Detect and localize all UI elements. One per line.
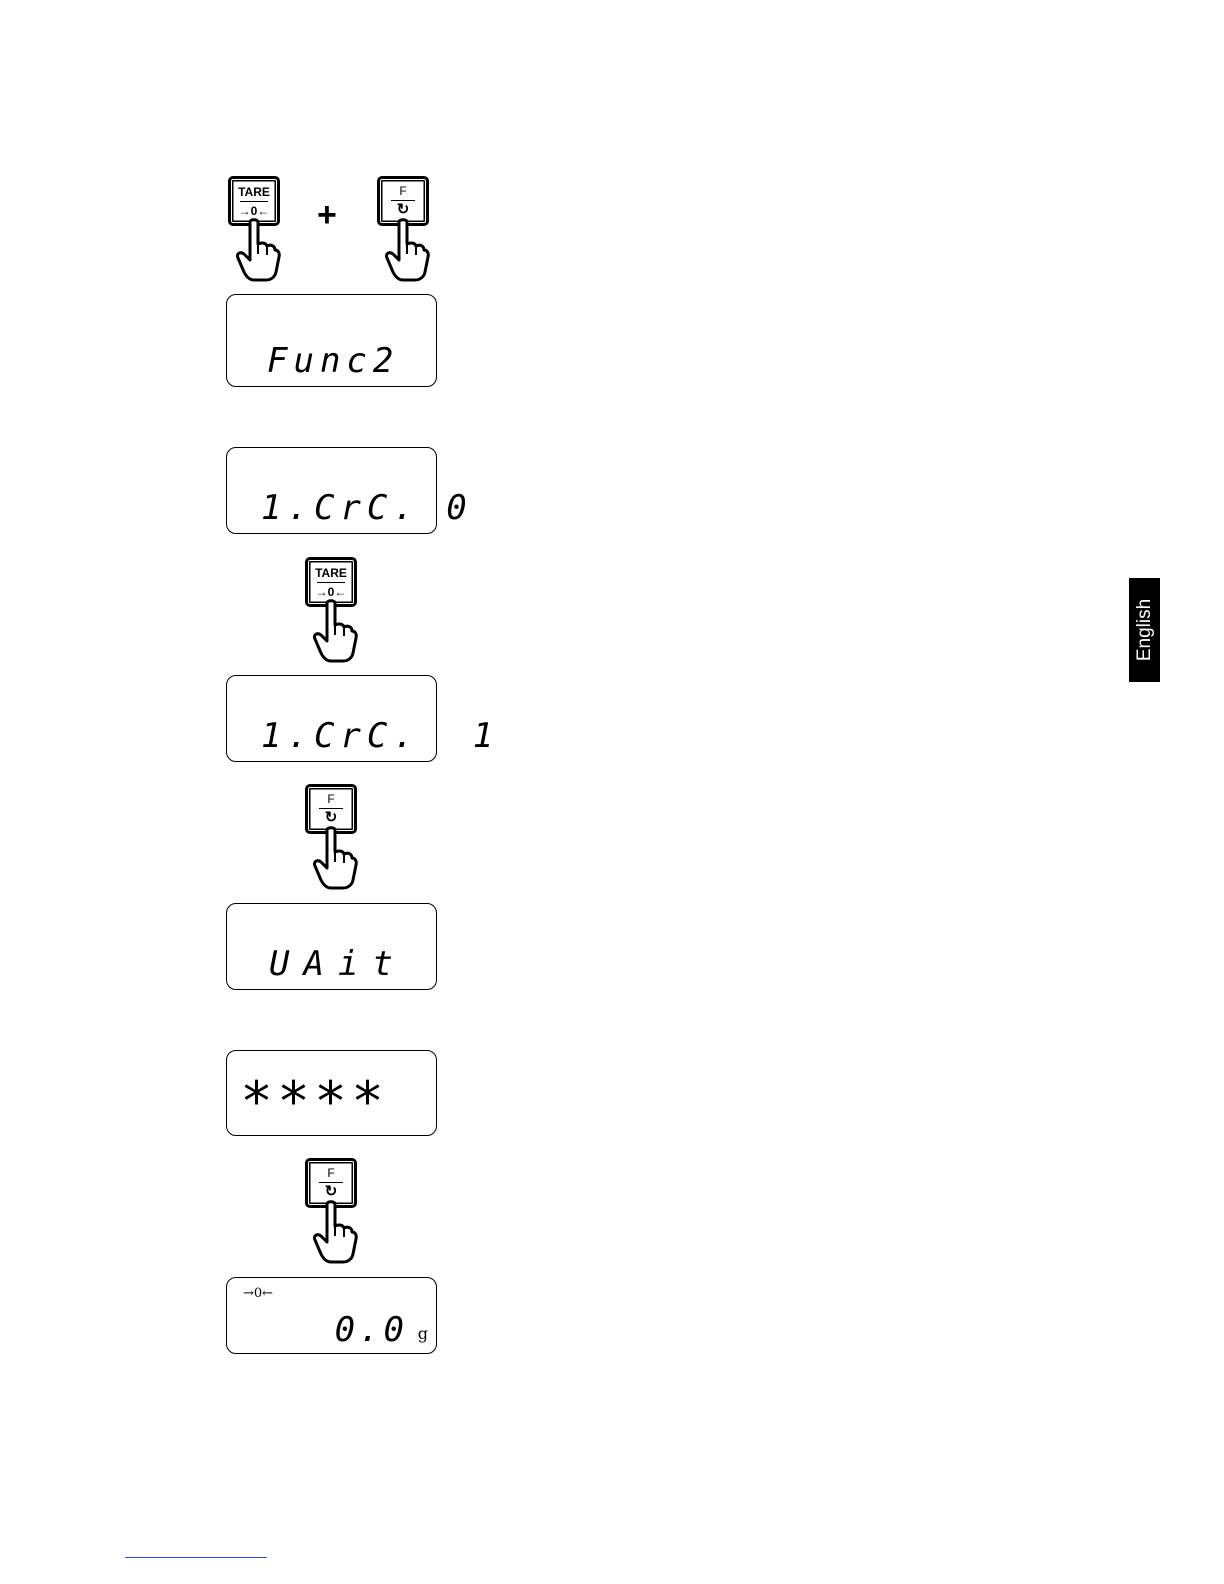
arrow-cycle-icon: ↻ <box>380 203 426 216</box>
hand-press-icon <box>313 601 357 663</box>
plus-sign: + <box>317 198 337 232</box>
f-key-label: F <box>380 185 426 198</box>
zero-indicator-icon: →0← <box>243 1286 273 1301</box>
display-text: 1.CrC. 1 <box>261 719 436 753</box>
f-key-label: F <box>308 793 354 806</box>
f-key-label: F <box>308 1167 354 1180</box>
tare-key-label: TARE <box>308 567 354 580</box>
key-divider <box>240 201 268 202</box>
weight-value: 0.0 <box>335 1313 408 1347</box>
arrow-cycle-icon: ↻ <box>308 1185 354 1198</box>
zero-arrows-label: →0← <box>231 205 277 218</box>
display-wait: UAit <box>226 903 437 990</box>
display-crc-1: 1.CrC. 1 <box>226 675 437 762</box>
display-zero-reading: →0← 0.0 g <box>226 1277 437 1354</box>
display-func2: Func2 <box>226 294 437 387</box>
language-tab-label: English <box>1135 599 1155 661</box>
hand-press-icon <box>313 828 357 890</box>
display-text: 1.CrC. 0 <box>261 491 436 525</box>
language-tab: English <box>1129 578 1160 682</box>
key-divider <box>317 582 345 583</box>
tare-key-label: TARE <box>231 186 277 199</box>
zero-arrows-label: →0← <box>308 586 354 599</box>
display-stars: **** <box>226 1050 437 1136</box>
weight-unit: g <box>418 1324 428 1343</box>
display-text: Func2 <box>267 344 436 378</box>
arrow-cycle-icon: ↻ <box>308 811 354 824</box>
hand-press-icon <box>236 220 280 282</box>
display-crc-0: 1.CrC. 0 <box>226 447 437 534</box>
footer-rule <box>125 1557 267 1558</box>
hand-press-icon <box>385 220 429 282</box>
display-text: UAit <box>269 947 436 981</box>
hand-press-icon <box>313 1202 357 1264</box>
display-text: **** <box>243 1075 436 1129</box>
